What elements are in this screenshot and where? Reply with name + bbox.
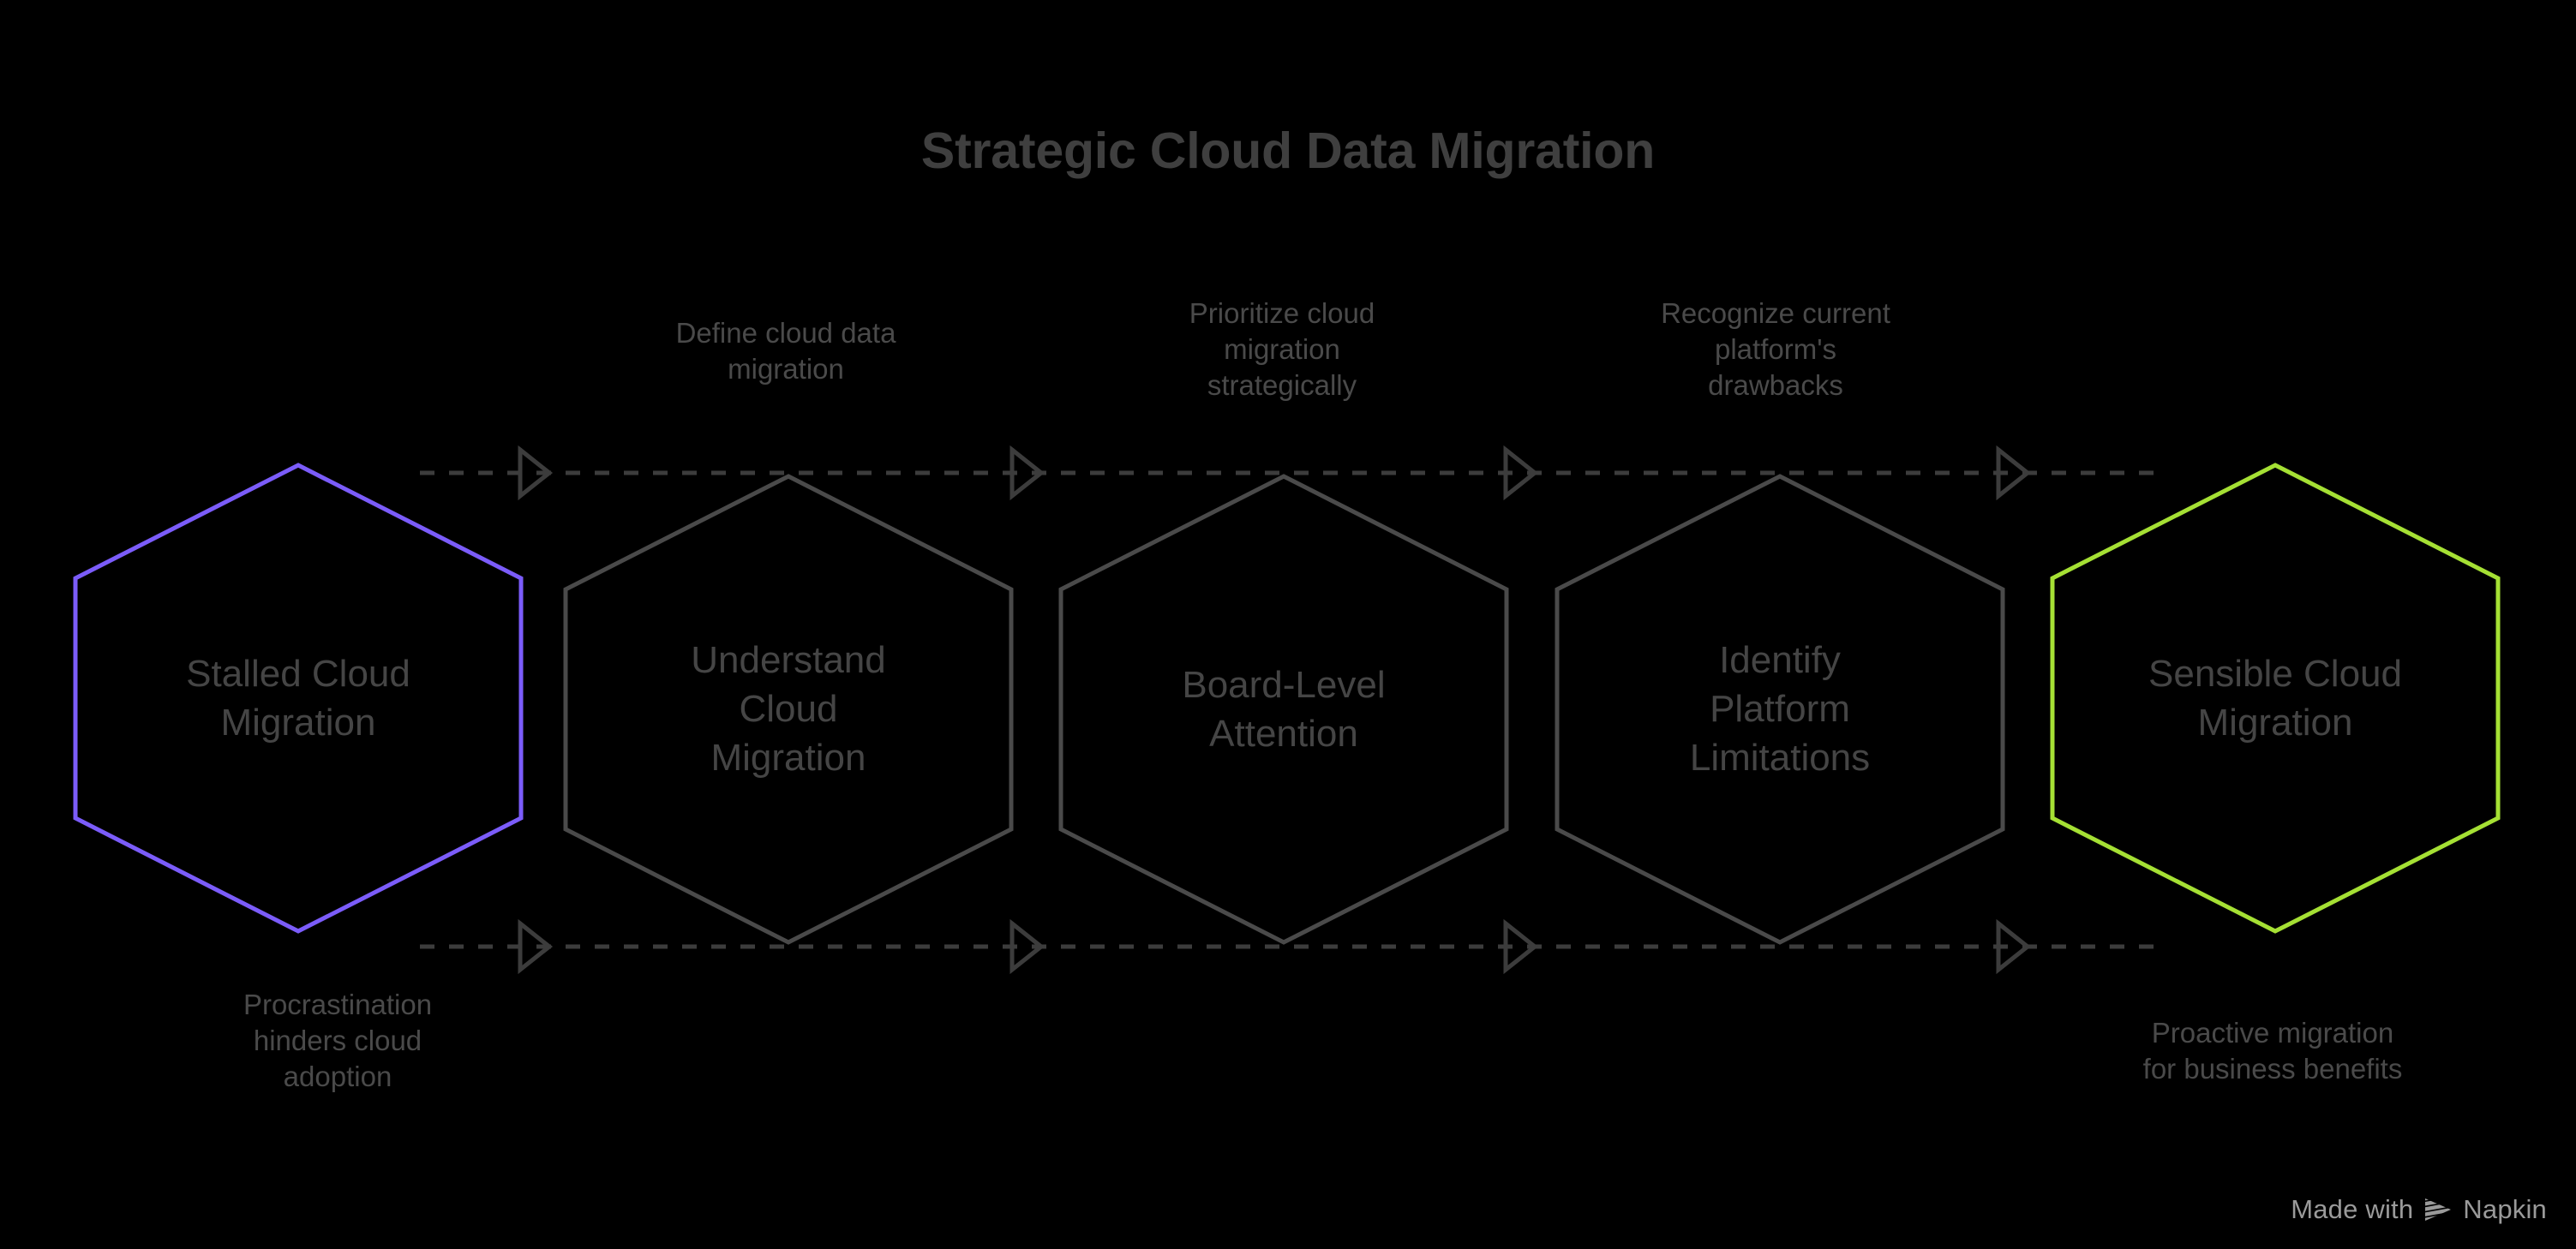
bottom-rail-arrowhead-4 (1996, 918, 2032, 975)
top-rail-arrowhead-2 (1009, 445, 1045, 501)
node-label-line: Migration (2197, 702, 2353, 744)
caption-line: migration (1224, 332, 1340, 365)
caption-procrastination-hinders-adoption: Procrastination hinders cloud adoption (243, 987, 432, 1095)
caption-line: platform's (1714, 332, 1836, 365)
node-label-line: Attention (1209, 713, 1358, 755)
node-label-line: Migration (710, 737, 866, 780)
top-rail-arrowhead-4 (1996, 445, 2032, 501)
top-rail-arrowhead-3 (1503, 445, 1539, 501)
node-label-line: Understand (691, 639, 886, 682)
node-label-line: Platform (1710, 688, 1850, 731)
napkin-watermark: Made with Napkin (2291, 1194, 2547, 1225)
caption-line: drawbacks (1708, 368, 1843, 401)
node-label-line: Identify (1719, 639, 1841, 682)
page-title: Strategic Cloud Data Migration (920, 123, 1656, 179)
top-rail-arrowhead-1 (518, 445, 554, 501)
watermark-prefix: Made with (2291, 1194, 2414, 1224)
caption-line: Proactive migration (2151, 1017, 2394, 1049)
caption-line: migration (728, 352, 844, 385)
node-label-line: Sensible Cloud (2148, 652, 2402, 695)
caption-line: Define cloud data (675, 317, 896, 349)
bottom-rail-arrowhead-2 (1009, 918, 1045, 975)
caption-line: Prioritize cloud (1189, 297, 1375, 329)
caption-line: hinders cloud (253, 1024, 422, 1056)
bottom-rail-arrowhead-1 (518, 918, 554, 975)
caption-line: for business benefits (2142, 1052, 2403, 1085)
napkin-striped-triangle-icon (2423, 1197, 2453, 1222)
node-label-line: Migration (220, 702, 376, 744)
node-label-line: Stalled Cloud (186, 652, 410, 695)
caption-line: Recognize current (1661, 297, 1890, 329)
caption-line: adoption (283, 1060, 392, 1092)
bottom-rail-arrowhead-3 (1503, 918, 1539, 975)
node-label-line: Cloud (739, 688, 838, 731)
caption-line: Procrastination (243, 989, 433, 1020)
caption-line: strategically (1207, 368, 1357, 401)
node-label-line: Limitations (1689, 737, 1871, 780)
watermark-brand: Napkin (2463, 1194, 2547, 1224)
node-label-line: Board-Level (1182, 663, 1386, 706)
